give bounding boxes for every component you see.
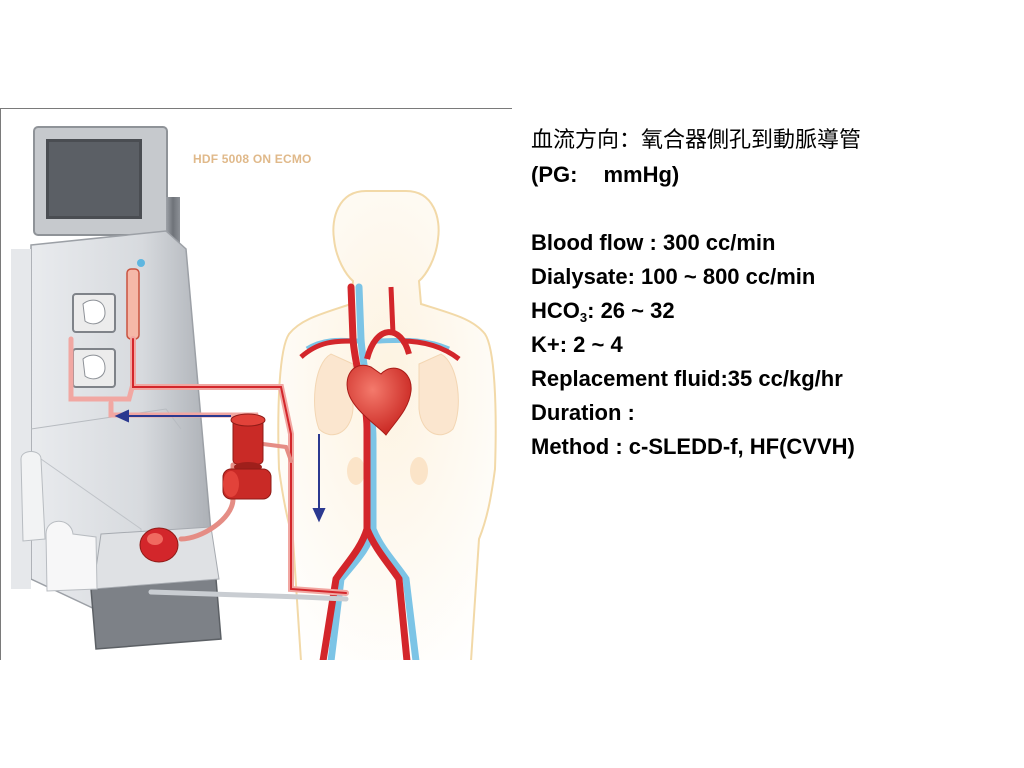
figure-label: HDF 5008 ON ECMO (193, 152, 312, 166)
hco3-label: HCO (531, 298, 580, 323)
centrifugal-pump (139, 527, 179, 563)
drip-chamber (126, 268, 140, 340)
potassium-line: K+: 2 ~ 4 (531, 332, 623, 357)
pg-line: (PG: mmHg) (531, 158, 1011, 192)
heart-icon (346, 364, 412, 436)
replacement-fluid-line: Replacement fluid:35 cc/kg/hr (531, 366, 843, 391)
hco3-value: : 26 ~ 32 (587, 298, 675, 323)
duration-line: Duration : (531, 400, 635, 425)
arrow-down-head-icon (312, 508, 326, 523)
ecmo-pump (222, 413, 272, 500)
hdf-ecmo-illustration: HDF 5008 ON ECMO (0, 108, 512, 660)
flow-arrows (114, 409, 326, 523)
arrow-left-head-icon (114, 409, 129, 423)
pg-label: (PG: (531, 162, 578, 187)
hco3-subscript: 3 (579, 310, 588, 325)
dialysate-line: Dialysate: 100 ~ 800 cc/min (531, 264, 816, 289)
flow-direction-title: 血流方向：氧合器側孔到動脈導管 (531, 128, 862, 153)
vessels (299, 283, 461, 660)
hco3-line: HCO3: 26 ~ 32 (531, 294, 1011, 328)
settings-notes: 血流方向：氧合器側孔到動脈導管 (PG: mmHg) Blood flow : 3… (531, 124, 1011, 464)
monitor (33, 126, 168, 236)
dialysis-machine (11, 230, 222, 650)
circuit-diagram (11, 126, 497, 660)
method-line: Method : c-SLEDD-f, HF(CVVH) (531, 434, 855, 459)
blood-flow-line: Blood flow : 300 cc/min (531, 230, 776, 255)
pg-unit: mmHg) (603, 162, 680, 187)
